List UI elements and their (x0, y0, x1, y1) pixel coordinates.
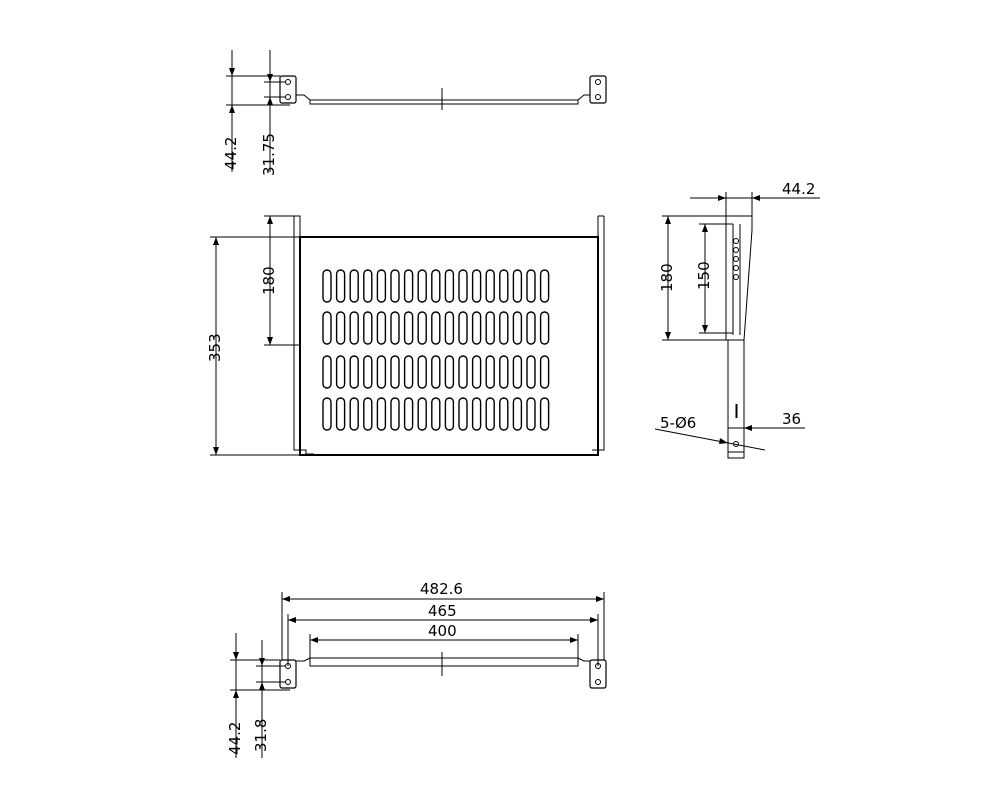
vent-slot (403, 397, 414, 431)
vent-slot (322, 397, 332, 431)
dim-top-height: 44.2 (222, 137, 240, 170)
vent-slot (499, 397, 509, 431)
vent-slot (499, 311, 509, 345)
vent-slot (403, 311, 414, 345)
vent-slot (499, 355, 509, 389)
top-view: 44.2 31.75 (222, 50, 607, 176)
vent-slot (390, 311, 400, 345)
vent-slot (471, 355, 482, 389)
vent-slot (390, 397, 400, 431)
front-view: 353 180 (206, 215, 605, 456)
dim-bottom-mid: 465 (428, 602, 457, 620)
vent-slot (322, 269, 332, 303)
vent-slot (485, 311, 495, 345)
vent-slot (390, 355, 400, 389)
vent-slot (539, 269, 550, 303)
vent-slot (335, 355, 346, 389)
vent-slot (444, 355, 455, 389)
dim-top-hole: 31.75 (260, 133, 278, 176)
dim-front-inner: 180 (260, 266, 278, 295)
vent-slot (322, 355, 332, 389)
vent-slot (363, 355, 373, 389)
vent-slot (512, 311, 523, 345)
vent-slot (431, 311, 441, 345)
dim-side-slot: 150 (695, 261, 713, 290)
vent-slot (471, 311, 482, 345)
vent-slot (526, 355, 536, 389)
vent-slot (417, 311, 427, 345)
vent-slot (417, 269, 427, 303)
dim-side-width: 44.2 (782, 180, 815, 198)
dim-bottom-hole: 31.8 (252, 719, 270, 752)
dim-front-depth: 353 (206, 333, 224, 362)
vent-slot (376, 311, 387, 345)
vent-slot (471, 269, 482, 303)
vent-slot (444, 269, 455, 303)
vent-slot (335, 311, 346, 345)
vent-slot (363, 311, 373, 345)
vent-slot (431, 355, 441, 389)
vent-slot (363, 269, 373, 303)
vent-slot (417, 355, 427, 389)
vent-slot (431, 397, 441, 431)
vent-slot (444, 397, 455, 431)
vent-slot (458, 397, 468, 431)
vent-slot (485, 397, 495, 431)
vent-slot (526, 269, 536, 303)
vent-slot (444, 311, 455, 345)
vent-slot (403, 269, 414, 303)
vent-slot (376, 269, 387, 303)
bottom-view: 482.6 465 400 44.2 31.8 (226, 580, 607, 758)
vent-slot (390, 269, 400, 303)
dim-side-depth: 180 (658, 263, 676, 292)
vent-slot (499, 269, 509, 303)
vent-slot (539, 311, 550, 345)
vent-slot (376, 397, 387, 431)
vent-slot (512, 397, 523, 431)
vent-slot (526, 397, 536, 431)
vent-slot (363, 397, 373, 431)
dim-side-holes: 5-Ø6 (660, 414, 696, 432)
vent-slot (512, 355, 523, 389)
side-view: 44.2 180 150 5-Ø6 36 (654, 180, 820, 459)
vent-slot (458, 311, 468, 345)
vent-slot (485, 269, 495, 303)
vent-slot (335, 269, 346, 303)
dim-bottom-overall: 482.6 (420, 580, 463, 598)
vent-slot (376, 355, 387, 389)
vent-slot (349, 269, 359, 303)
vent-slot (485, 355, 495, 389)
vent-slot (458, 269, 468, 303)
vent-slot (471, 397, 482, 431)
vent-slot (539, 355, 550, 389)
dim-side-offset: 36 (782, 410, 801, 428)
vent-slot (512, 269, 523, 303)
vent-slot (539, 397, 550, 431)
vent-slot (458, 355, 468, 389)
vent-slot (322, 311, 332, 345)
vent-slot (403, 355, 414, 389)
vent-slot (349, 311, 359, 345)
ventilation-slots (322, 269, 550, 431)
dim-bottom-inner: 400 (428, 622, 457, 640)
vent-slot (526, 311, 536, 345)
vent-slot (349, 355, 359, 389)
vent-slot (335, 397, 346, 431)
vent-slot (349, 397, 359, 431)
vent-slot (417, 397, 427, 431)
vent-slot (431, 269, 441, 303)
dim-bottom-height: 44.2 (226, 722, 244, 755)
